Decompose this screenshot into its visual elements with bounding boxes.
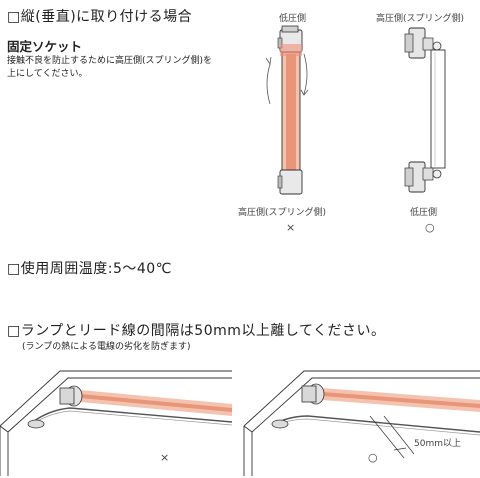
right-cabinet-mark: ○	[368, 451, 378, 464]
section3-note: (ランプの熱による電線の劣化を防ぎます)	[22, 342, 191, 352]
distance-label: 50mm以上	[414, 439, 461, 449]
section3-title: □ランプとリード線の間隔は50mm以上離してください。	[7, 323, 386, 339]
wrong-top-label: 低圧側	[279, 14, 307, 24]
left-cabinet-lamp-diagram	[0, 370, 233, 476]
section1-title: □縦(垂直)に取り付ける場合	[7, 9, 193, 25]
wrong-mark: ×	[286, 221, 296, 234]
section2-title: □使用周囲温度:5〜40℃	[7, 261, 172, 277]
section1-subtitle: 固定ソケット	[7, 39, 83, 54]
wrong-bottom-label: 高圧側(スプリング側)	[238, 208, 327, 218]
right-cabinet-lamp-diagram	[243, 370, 480, 476]
right-top-label: 高圧側(スプリング側)	[376, 14, 465, 24]
right-mark: ○	[425, 221, 435, 234]
section1-note-line2: 上にしてください。	[7, 69, 88, 79]
right-bottom-label: 低圧側	[410, 208, 438, 218]
wrong-vertical-lamp-diagram	[265, 25, 309, 195]
section1-note-line1: 接触不良を防止するために高圧側(スプリング側)を	[7, 56, 213, 66]
right-vertical-lamp-diagram	[404, 27, 446, 193]
left-cabinet-mark: ×	[160, 451, 170, 464]
